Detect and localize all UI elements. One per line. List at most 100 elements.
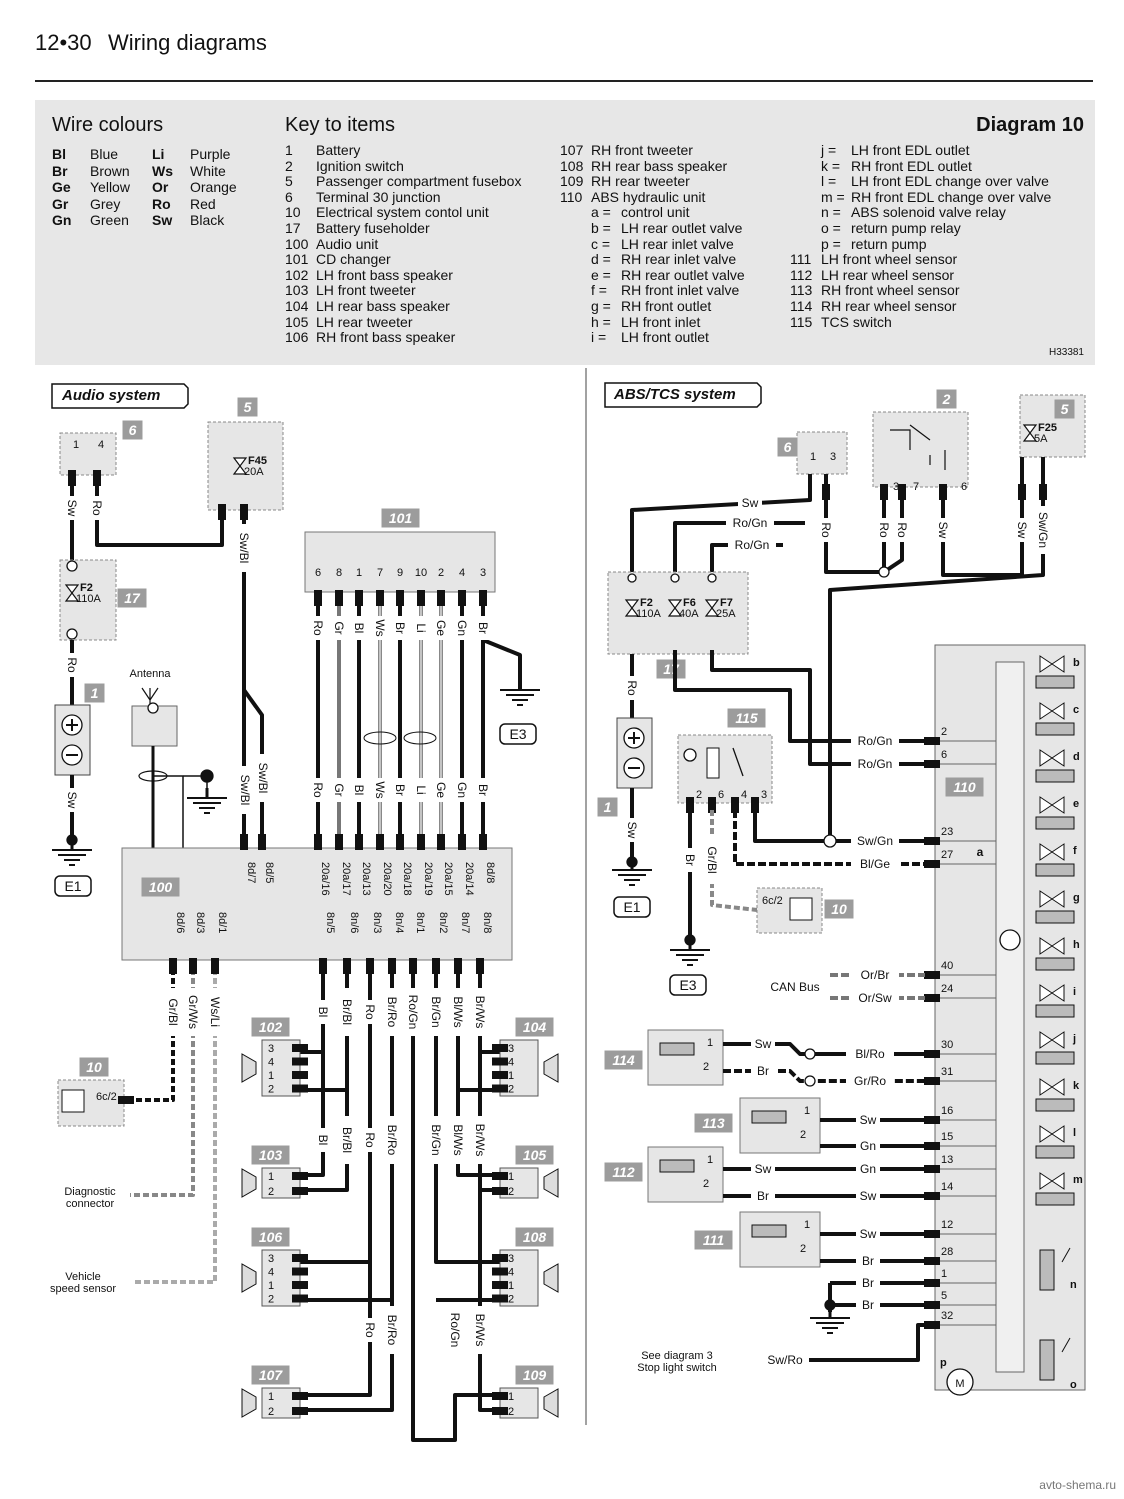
tag-105-bg xyxy=(515,1145,554,1165)
wire-ro xyxy=(824,474,884,574)
wheel-sensor xyxy=(647,1146,724,1203)
wire-swbl-branch xyxy=(242,688,264,848)
mid-wire-label: Br/Ws xyxy=(473,1124,487,1157)
audio-unit-pin: 20a/19 xyxy=(422,862,434,896)
unit-pin-connector xyxy=(924,971,940,979)
wire-label-gap xyxy=(877,518,891,542)
wire-ro xyxy=(882,487,904,574)
cd-wire-label: Li xyxy=(414,785,428,794)
valve-letter: j xyxy=(1072,1033,1076,1045)
fuse-rating: 40A xyxy=(679,608,699,620)
wire-label-gap xyxy=(393,778,407,802)
valve-icon xyxy=(1039,1125,1065,1143)
tag-6: 6 xyxy=(129,422,137,438)
wire-colour-code: Or xyxy=(152,179,169,195)
pump-p-label: p xyxy=(940,1357,947,1369)
unit-wire-label: Gn xyxy=(860,1139,876,1153)
key-item-label: LH front outlet xyxy=(621,329,709,346)
wire-label-sw-2: Sw xyxy=(65,792,79,809)
speaker-pin-number: 2 xyxy=(508,1406,514,1418)
ign-pin: 7 xyxy=(913,481,919,493)
key-item-label: Battery fuseholder xyxy=(316,219,430,236)
key-item-number: a = xyxy=(591,204,611,221)
junction xyxy=(878,566,890,578)
speaker-pin-connector xyxy=(492,1254,508,1262)
junction xyxy=(804,1075,816,1087)
tag-109-bg xyxy=(515,1365,554,1385)
fuse-f45-rating: 20A xyxy=(244,466,264,478)
cd-pin-number: 8 xyxy=(336,567,342,579)
fuse-f45-id: F45 xyxy=(248,455,267,467)
valve-letter: h xyxy=(1073,939,1080,951)
key-item-number: k = xyxy=(821,157,841,174)
tag-103-bg xyxy=(251,1145,290,1165)
cd-wire-label: Li xyxy=(414,623,428,632)
key-item-label: CD changer xyxy=(316,251,391,268)
unit-pin-number: 24 xyxy=(941,983,953,995)
fuse-id: F7 xyxy=(720,597,733,609)
wire-label-gap xyxy=(705,836,719,884)
unit-pin-connector xyxy=(924,1142,940,1150)
connector xyxy=(1039,484,1047,500)
wire-colour-code: Li xyxy=(152,146,165,162)
cd-pin-number: 4 xyxy=(459,567,465,579)
connector xyxy=(479,590,487,606)
sensor-wire-label: Sw xyxy=(755,1037,772,1051)
wire-label-gap xyxy=(683,848,697,872)
key-item-number: 100 xyxy=(285,235,309,252)
tag-111: 111 xyxy=(703,1232,724,1248)
unit-pin-connector xyxy=(924,1301,940,1309)
unit-pin-number: 23 xyxy=(941,826,953,838)
wire-label-gap xyxy=(473,1306,487,1354)
key-item-label: return pump xyxy=(851,235,927,252)
diagnostic-connector-label: Diagnostic xyxy=(64,1186,116,1198)
warning-lamp-icon xyxy=(683,748,697,762)
key-item-number: e = xyxy=(591,266,611,283)
bottom-wire-label: Br/Ro xyxy=(385,997,399,1028)
cd-pin-number: 6 xyxy=(315,567,321,579)
fuse-id: F6 xyxy=(683,597,696,609)
wire-label-br: Br xyxy=(683,854,697,866)
wire-label-gap xyxy=(316,1000,330,1024)
audio-unit-pin: 8n/1 xyxy=(414,912,426,933)
speaker-pin-connector xyxy=(492,1294,508,1303)
valve-letter: i xyxy=(1073,986,1076,998)
ground-label-e1: E1 xyxy=(64,878,81,894)
tag-5: 5 xyxy=(1061,401,1069,417)
wire-colour-code: Ro xyxy=(152,195,171,212)
wire-label-gap xyxy=(448,1306,462,1354)
unit-bus xyxy=(995,661,1025,1373)
speaker-cone-icon xyxy=(241,1388,257,1418)
wire-brbl xyxy=(300,960,349,1192)
valve-coil-icon xyxy=(1035,863,1075,877)
key-item-number: 113 xyxy=(790,282,813,299)
valve-icon xyxy=(1039,890,1065,908)
pin-4: 4 xyxy=(98,439,104,451)
wire-label-gap xyxy=(406,988,420,1036)
unit-pin-number: 14 xyxy=(941,1181,953,1193)
page-title: Wiring diagrams xyxy=(108,30,267,55)
wire-label-swbl-3: Sw/Bl xyxy=(256,763,270,794)
wire-rogn xyxy=(411,960,500,1442)
tag-6: 6 xyxy=(784,439,792,455)
speaker-pin-number: 3 xyxy=(508,1043,514,1055)
wire-label-gap xyxy=(429,988,443,1036)
tag-5-bg xyxy=(237,397,258,417)
key-item-number: 108 xyxy=(560,157,584,174)
sensor-pin: 2 xyxy=(703,1061,709,1073)
cd-pin-number: 1 xyxy=(356,567,362,579)
valve-letter: d xyxy=(1073,751,1080,763)
valve-letter: b xyxy=(1073,657,1080,669)
wheel-sensor xyxy=(647,1029,724,1086)
speaker-cone-icon xyxy=(543,1053,559,1083)
speaker-pin-connector xyxy=(292,1172,308,1180)
mid-wire-label: Br/Bl xyxy=(340,1127,354,1153)
tcs-pin: 6 xyxy=(718,789,724,801)
